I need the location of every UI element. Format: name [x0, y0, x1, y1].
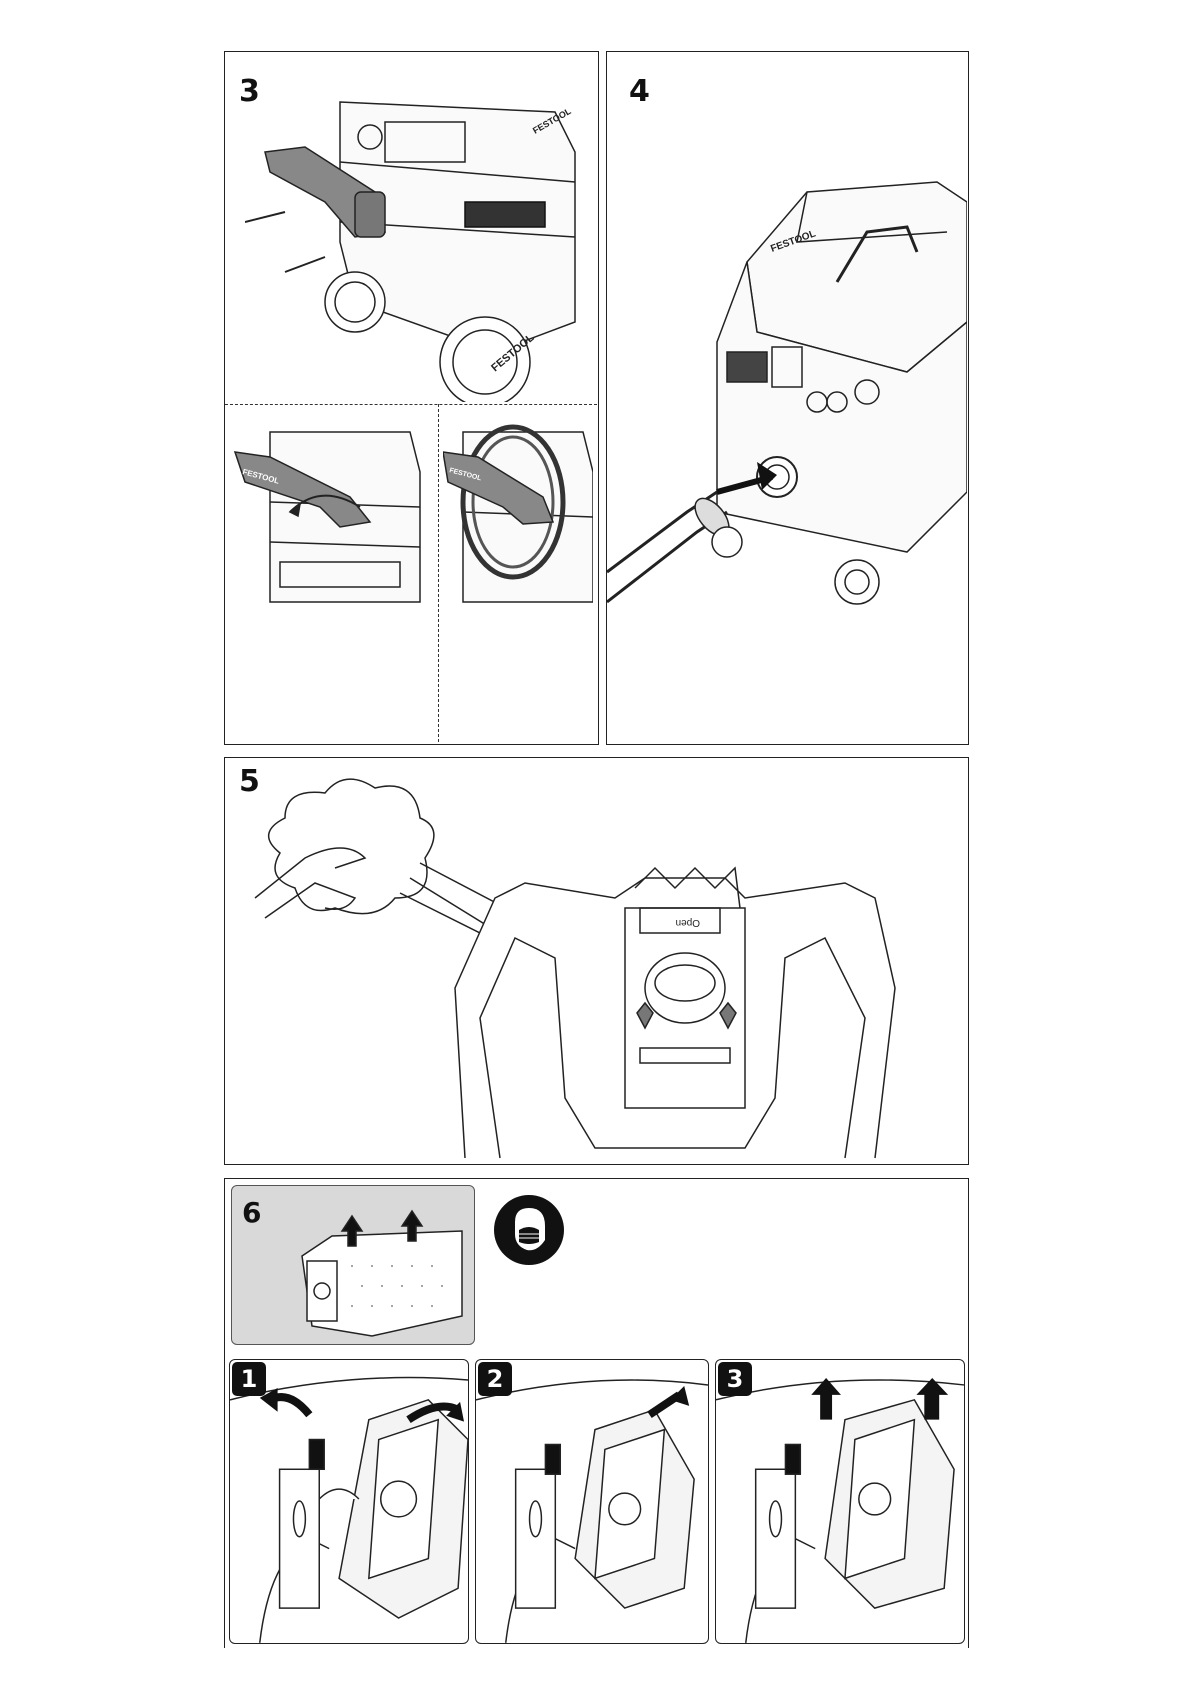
- filter-bag-illustration: [292, 1196, 472, 1341]
- substep2-number: 2: [478, 1362, 512, 1396]
- step3-panel: 3 FEST: [224, 51, 599, 745]
- substep2-panel: 2: [475, 1359, 709, 1644]
- substep3-number: 3: [718, 1362, 752, 1396]
- step6-panel: 6: [224, 1178, 969, 1648]
- substep1-number: 1: [232, 1362, 266, 1396]
- open-tab-label: Open: [676, 917, 700, 928]
- step3-sub-illustration-left: FESTOOL: [230, 412, 435, 612]
- step4-panel: 4: [606, 51, 969, 745]
- step4-number: 4: [629, 74, 650, 109]
- step6-number: 6: [242, 1196, 261, 1229]
- step4-illustration: FESTOOL: [607, 132, 967, 642]
- step3-divider-horizontal: [225, 404, 597, 405]
- step5-illustration: Open: [225, 758, 967, 1163]
- respirator-mask-icon: [493, 1194, 565, 1266]
- step3-main-illustration: FESTOOL FESTOOL: [245, 72, 595, 402]
- step3-sub-illustration-right: FESTOOL: [443, 412, 593, 612]
- substep3-panel: 3: [715, 1359, 965, 1644]
- substep1-panel: 1: [229, 1359, 469, 1644]
- step6-overview-box: 6: [231, 1185, 475, 1345]
- step5-panel: 5: [224, 757, 969, 1165]
- step3-divider-vertical: [438, 404, 439, 742]
